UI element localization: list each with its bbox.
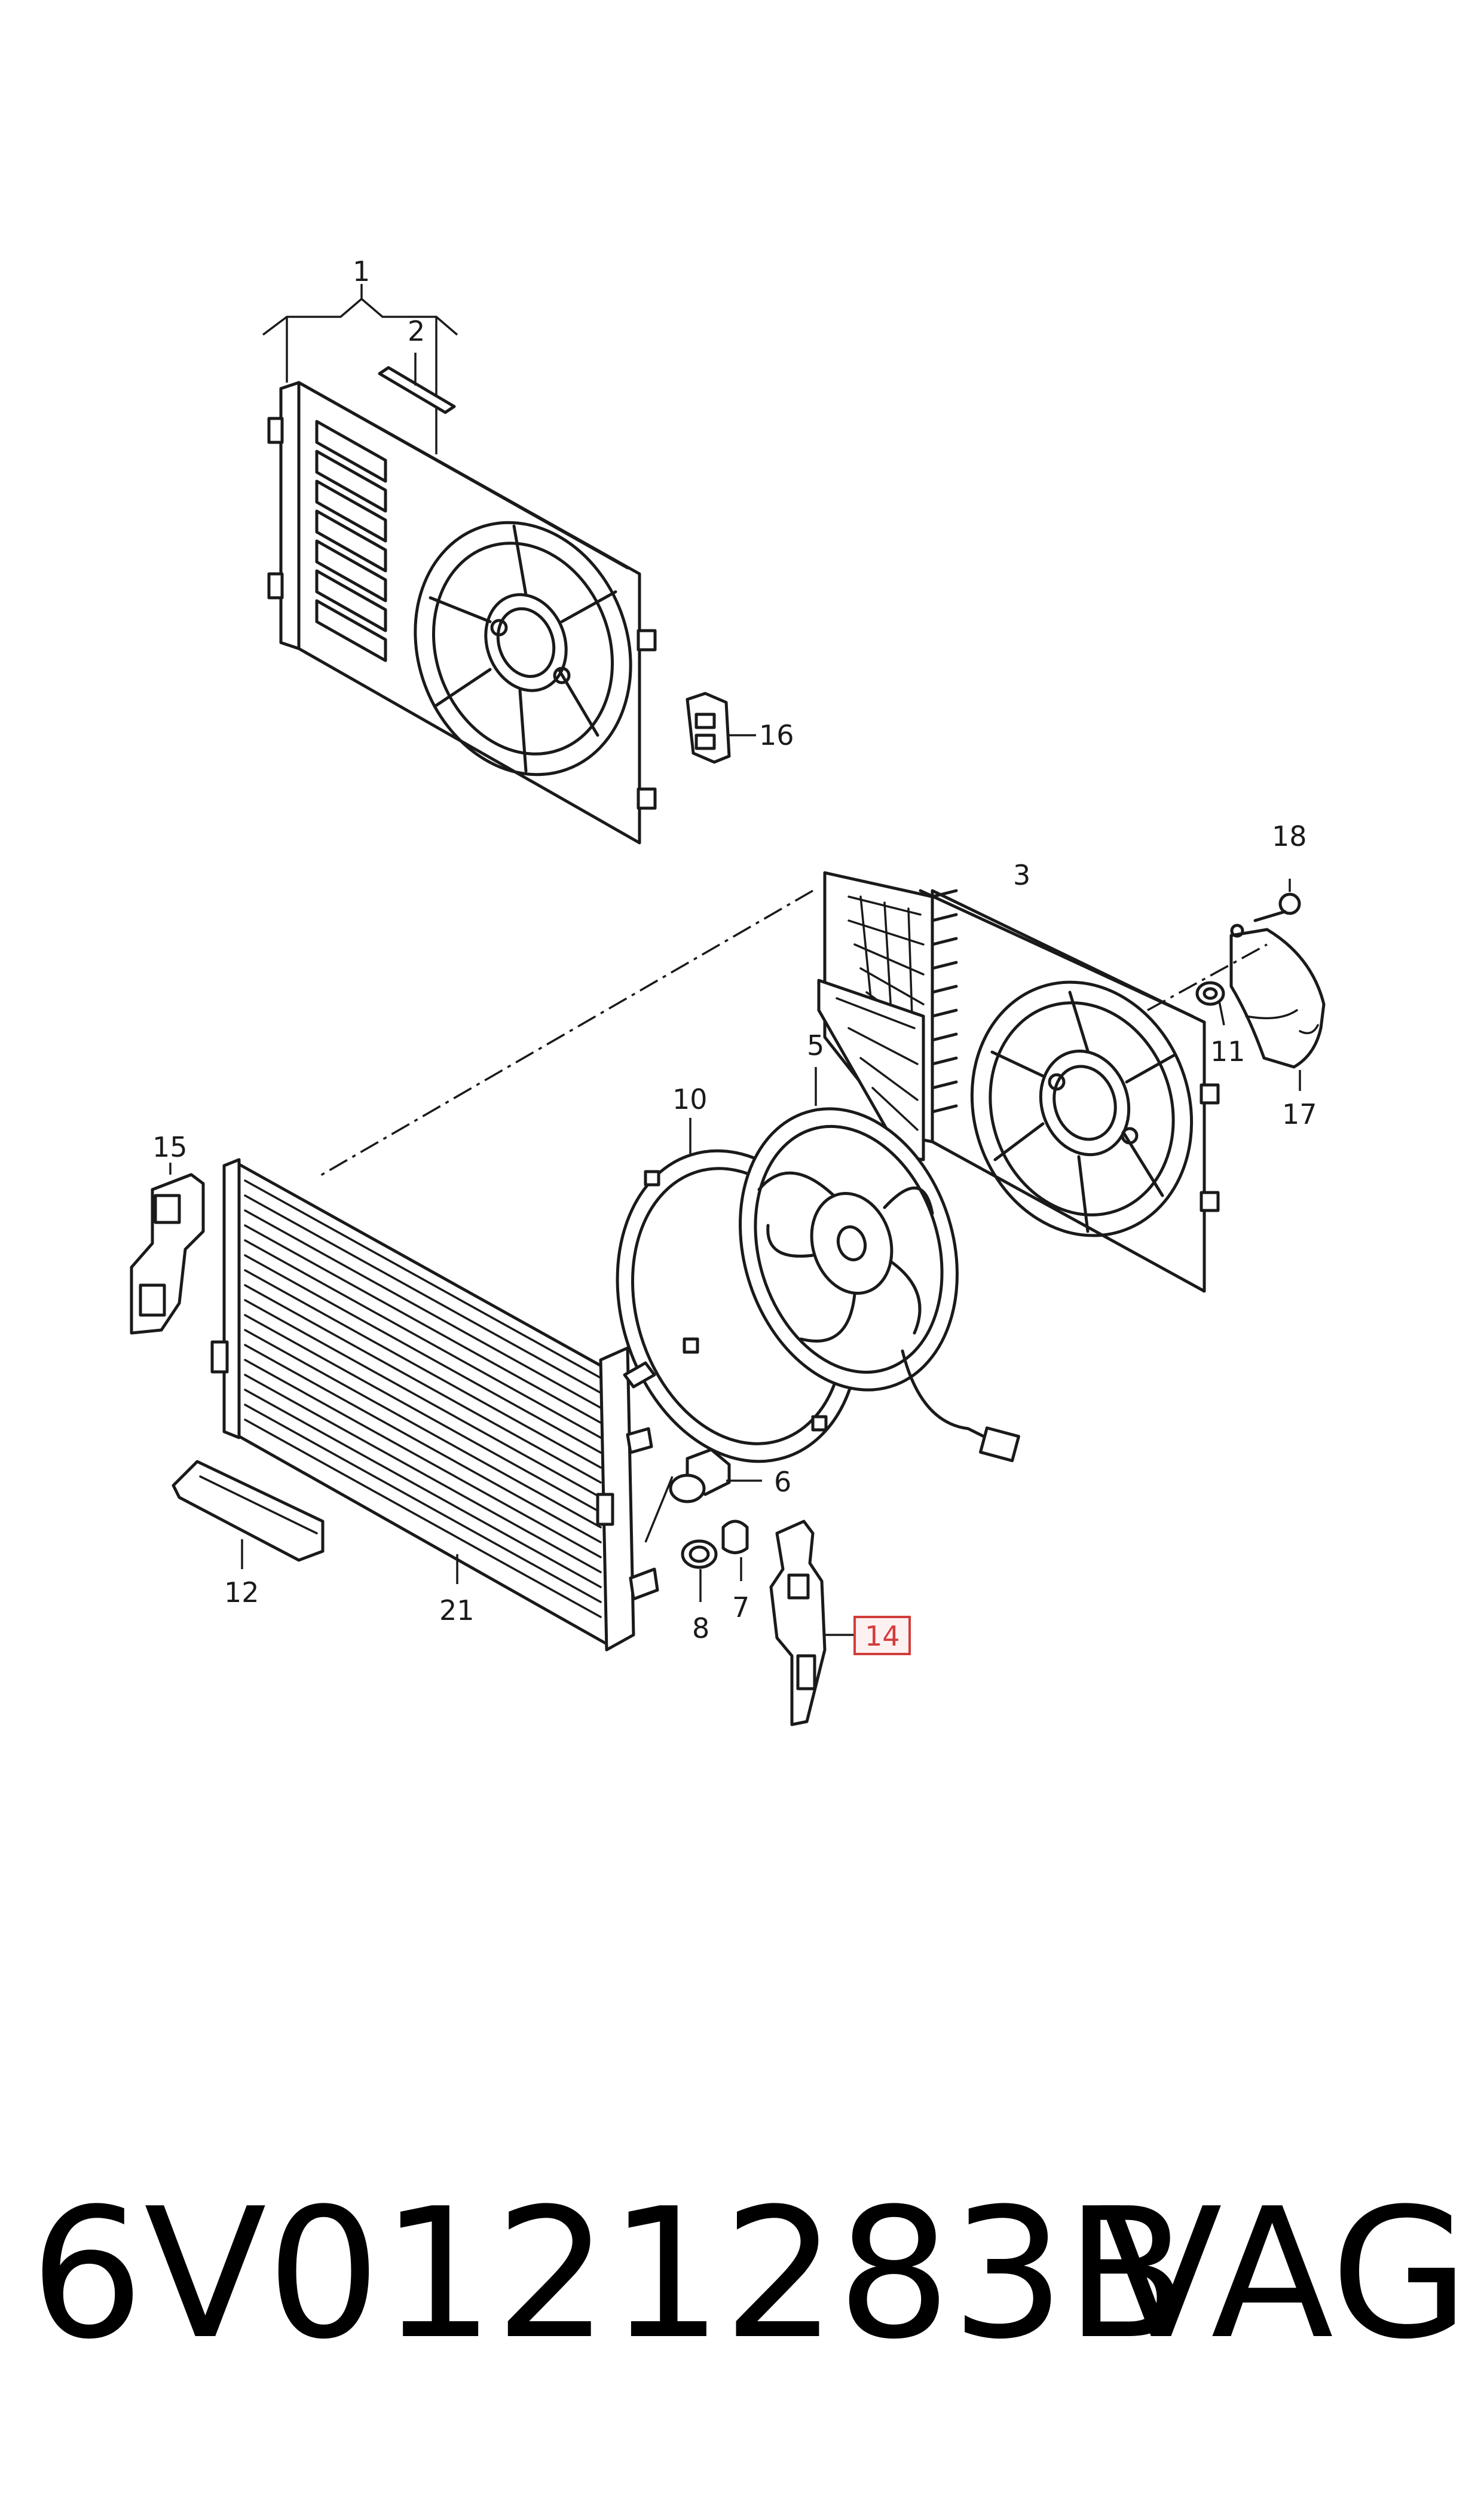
- clip-part-16: [686, 692, 756, 764]
- callout-5: 5: [807, 1029, 824, 1062]
- bracket-part-14: [769, 1520, 855, 1726]
- part-number: 6V0121283B: [30, 2170, 1188, 2379]
- callout-14: 14: [865, 1620, 900, 1652]
- temperature-sensor-part-6: [669, 1448, 762, 1503]
- callout-12: 12: [224, 1576, 259, 1609]
- screw-part-18: [1253, 879, 1301, 922]
- callout-labels: 1 2 3 5 6 7 8 10 11 12 15 16 17 18 21: [152, 255, 1317, 1644]
- callout-18: 18: [1272, 820, 1307, 852]
- highlight-box: [853, 1616, 911, 1655]
- nut-part-11: [1195, 981, 1225, 1026]
- radiator-part-21: [210, 1158, 659, 1652]
- brand-name: VAG: [1100, 2170, 1470, 2379]
- callout-2: 2: [408, 315, 425, 347]
- shroud-louvres: [315, 420, 387, 662]
- fan-shroud-part-3: [817, 871, 1220, 1293]
- callout-16: 16: [759, 719, 794, 751]
- callout-14-highlight: 14: [853, 1616, 911, 1655]
- assembly-line: [1147, 943, 1268, 1011]
- callout-8: 8: [692, 1612, 709, 1644]
- callout-17: 17: [1282, 1098, 1317, 1130]
- seal-ring-part-8: [681, 1539, 718, 1602]
- radiator-fins: [244, 1179, 602, 1618]
- callout-1-bracket: [262, 284, 458, 454]
- assembly-line: [316, 889, 813, 1179]
- label-part-2: [378, 366, 456, 414]
- callout-15: 15: [152, 1131, 188, 1163]
- callout-1: 1: [353, 255, 370, 288]
- cover-part-17: [1229, 924, 1326, 1091]
- callout-11: 11: [1210, 1035, 1246, 1068]
- callout-7: 7: [732, 1591, 749, 1624]
- callout-3: 3: [1013, 859, 1030, 891]
- fan-motor-part-5: [739, 1067, 1020, 1463]
- plug-part-7: [721, 1520, 749, 1581]
- shroud-fins: [931, 889, 958, 1114]
- callout-10: 10: [672, 1083, 708, 1115]
- callout-21: 21: [439, 1594, 475, 1627]
- bracket-part-15: [130, 1163, 205, 1335]
- fan-shroud-assembly-part-1: [267, 381, 657, 845]
- honeycomb-grille: [847, 895, 925, 1089]
- callout-6: 6: [774, 1466, 791, 1498]
- shroud-fan-ring: [414, 521, 632, 776]
- air-deflector-part-12: [172, 1460, 325, 1569]
